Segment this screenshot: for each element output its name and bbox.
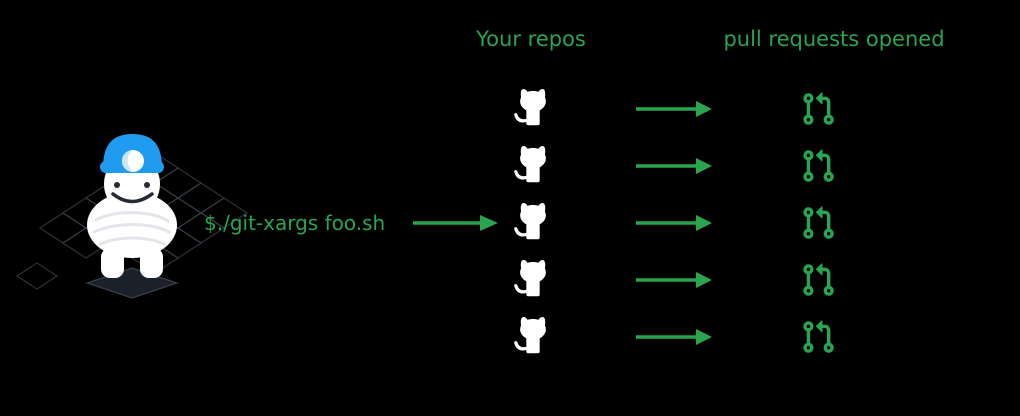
command-text: $./git-xargs foo.sh — [204, 211, 386, 235]
github-octocat-icon — [514, 145, 546, 182]
repo-pr-rows — [500, 80, 880, 365]
git-pull-request-icon — [803, 91, 834, 125]
repos-column-header: Your repos — [476, 27, 586, 51]
repo-row — [500, 137, 880, 194]
github-octocat-icon — [514, 202, 546, 239]
platform-tile — [85, 267, 179, 299]
repo-row — [500, 308, 880, 365]
miner-helmet-icon — [100, 134, 164, 173]
prs-column-header: pull requests opened — [723, 27, 945, 51]
right-arrow-icon — [636, 214, 712, 231]
command-arrow-icon — [413, 215, 498, 231]
github-octocat-icon — [514, 316, 546, 353]
yeti-left-eye — [114, 182, 120, 188]
right-arrow-icon — [636, 157, 712, 174]
repo-row — [500, 80, 880, 137]
yeti-body — [87, 134, 177, 278]
right-arrow-icon — [636, 328, 712, 345]
right-arrow-icon — [636, 271, 712, 288]
yeti-smile — [111, 192, 154, 204]
yeti-right-eye — [144, 182, 150, 188]
yeti-face — [111, 182, 154, 204]
git-pull-request-icon — [803, 148, 834, 182]
git-pull-request-icon — [803, 319, 834, 353]
repo-row — [500, 251, 880, 308]
helmet-lamp-shade — [122, 150, 133, 172]
github-octocat-icon — [514, 259, 546, 296]
yeti-crossed-arms — [92, 211, 171, 246]
git-pull-request-icon — [803, 205, 834, 239]
github-octocat-icon — [514, 88, 546, 125]
stray-grid-tile — [15, 262, 59, 290]
right-arrow-icon — [636, 100, 712, 117]
yeti-miner-mascot — [15, 134, 249, 299]
repo-row — [500, 194, 880, 251]
git-pull-request-icon — [803, 262, 834, 296]
